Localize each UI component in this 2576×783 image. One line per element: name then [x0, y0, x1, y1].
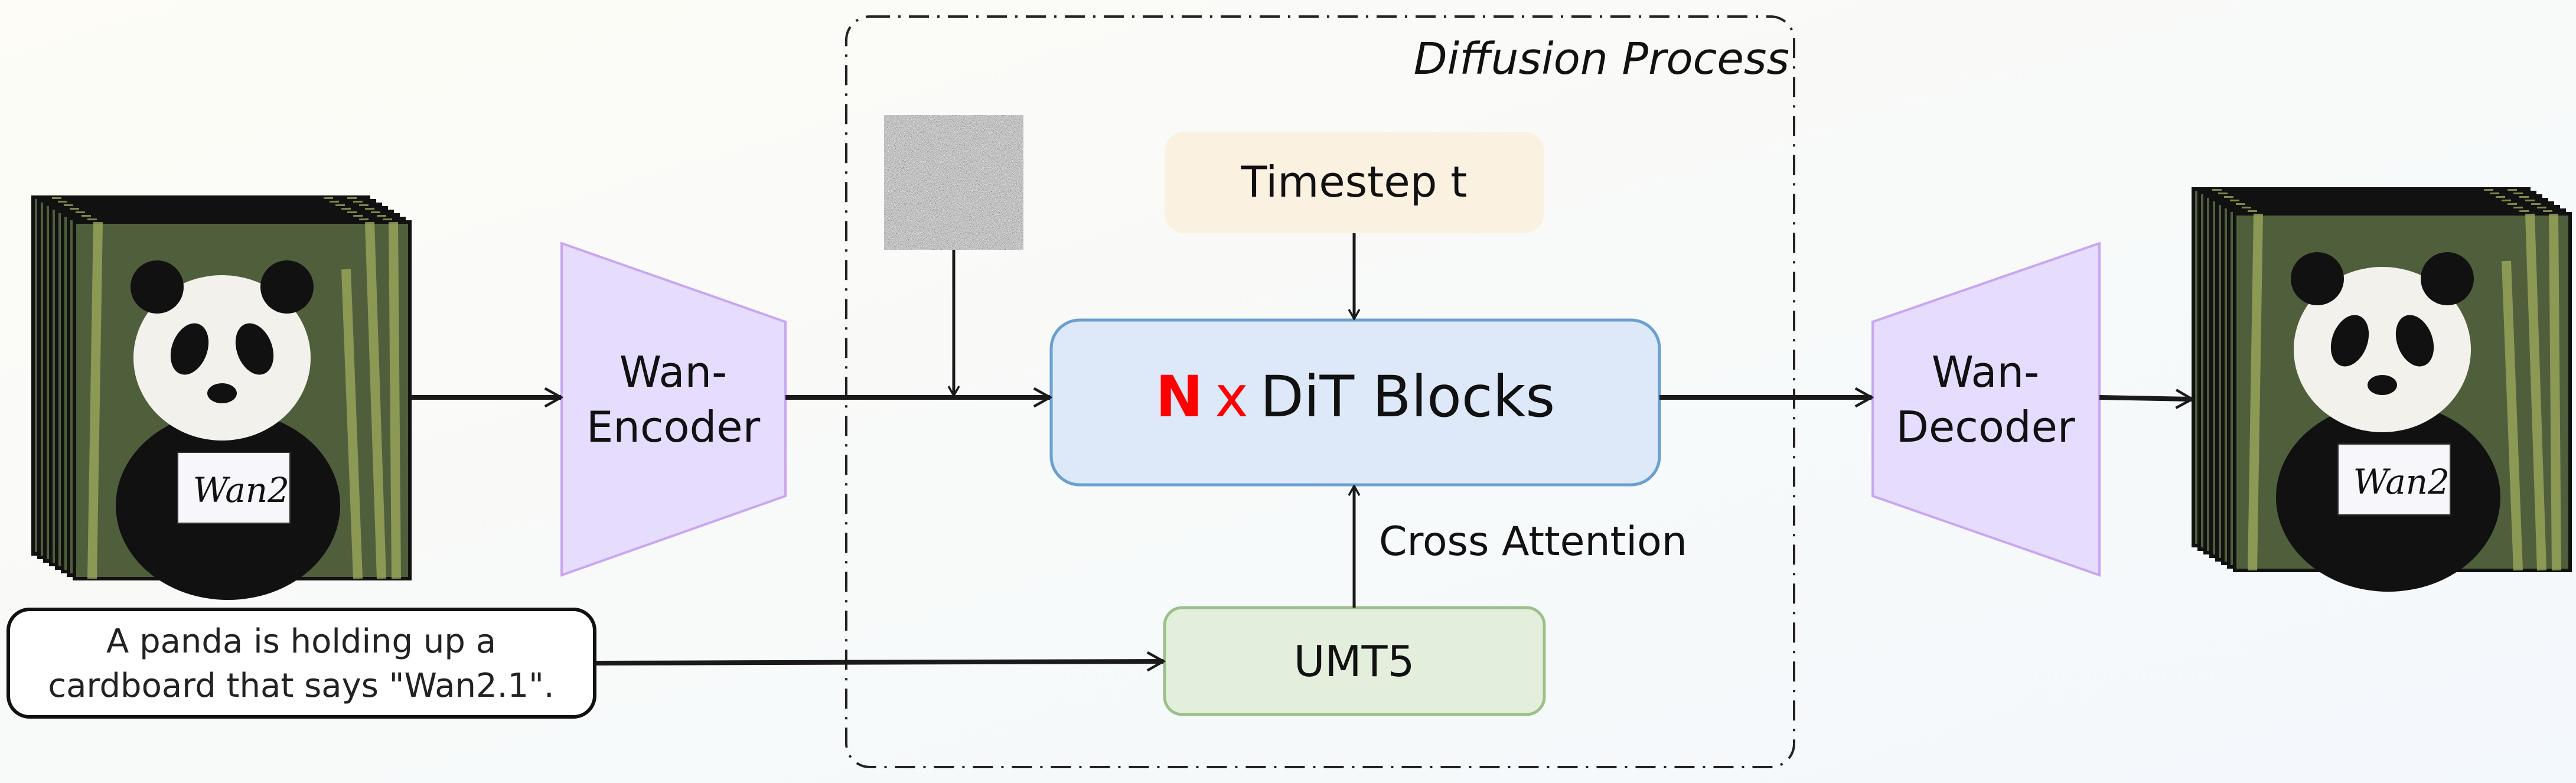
timestep-label: Timestep t [1240, 157, 1467, 207]
cross-attention-label: Cross Attention [1379, 518, 1687, 565]
timestep-box [1165, 132, 1544, 233]
arrow-prompt-to-umt5 [594, 661, 1163, 663]
arrow-decoder-to-output [2099, 397, 2192, 399]
diffusion-process-label: Diffusion Process [1414, 34, 1789, 84]
wan-encoder-block [560, 242, 787, 577]
dit-count: N [1156, 364, 1203, 430]
output-sign-text: Wan2.1 [2353, 462, 2483, 502]
prompt-line2: cardboard that says "Wan2.1". [48, 667, 554, 705]
arrows [410, 233, 2192, 663]
umt5-label: UMT5 [1294, 637, 1415, 686]
prompt-line1: A panda is holding up a [106, 622, 496, 661]
gaussian-noise-image [884, 115, 1023, 250]
encoder-label-line1: Wan- [619, 347, 727, 397]
wan-decoder-block [1871, 242, 2101, 577]
input-video-frames: Wan2.1 [33, 197, 410, 600]
encoder-label-line2: Encoder [586, 402, 761, 452]
dit-times: x [1215, 364, 1248, 430]
output-video-frames: Wan2.1 [2193, 189, 2570, 592]
input-sign-text: Wan2.1 [193, 470, 322, 510]
decoder-label-line2: Decoder [1896, 402, 2075, 452]
decoder-label-line1: Wan- [1932, 347, 2039, 397]
dit-label: DiT Blocks [1260, 364, 1555, 430]
diffusion-process-container [845, 15, 1795, 768]
